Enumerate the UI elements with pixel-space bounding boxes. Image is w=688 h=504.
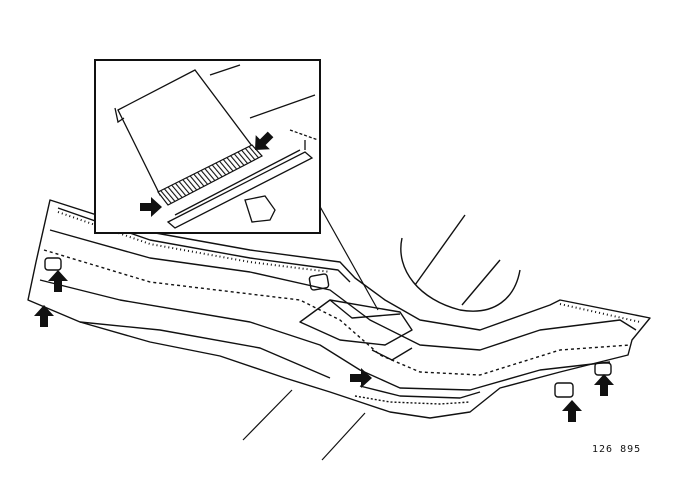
wheel-arch	[400, 214, 521, 312]
adhesive-strip	[157, 144, 263, 206]
arrow-up-icon	[594, 374, 614, 396]
leader-lines	[242, 202, 379, 461]
arrow-up-icon	[562, 400, 582, 422]
arrow-up-icon	[350, 368, 372, 388]
arrow-up-icon	[48, 270, 68, 292]
figure-reference-code: 126 895	[592, 444, 642, 455]
detail-inset	[94, 59, 321, 234]
arrow-up-icon	[34, 305, 54, 327]
